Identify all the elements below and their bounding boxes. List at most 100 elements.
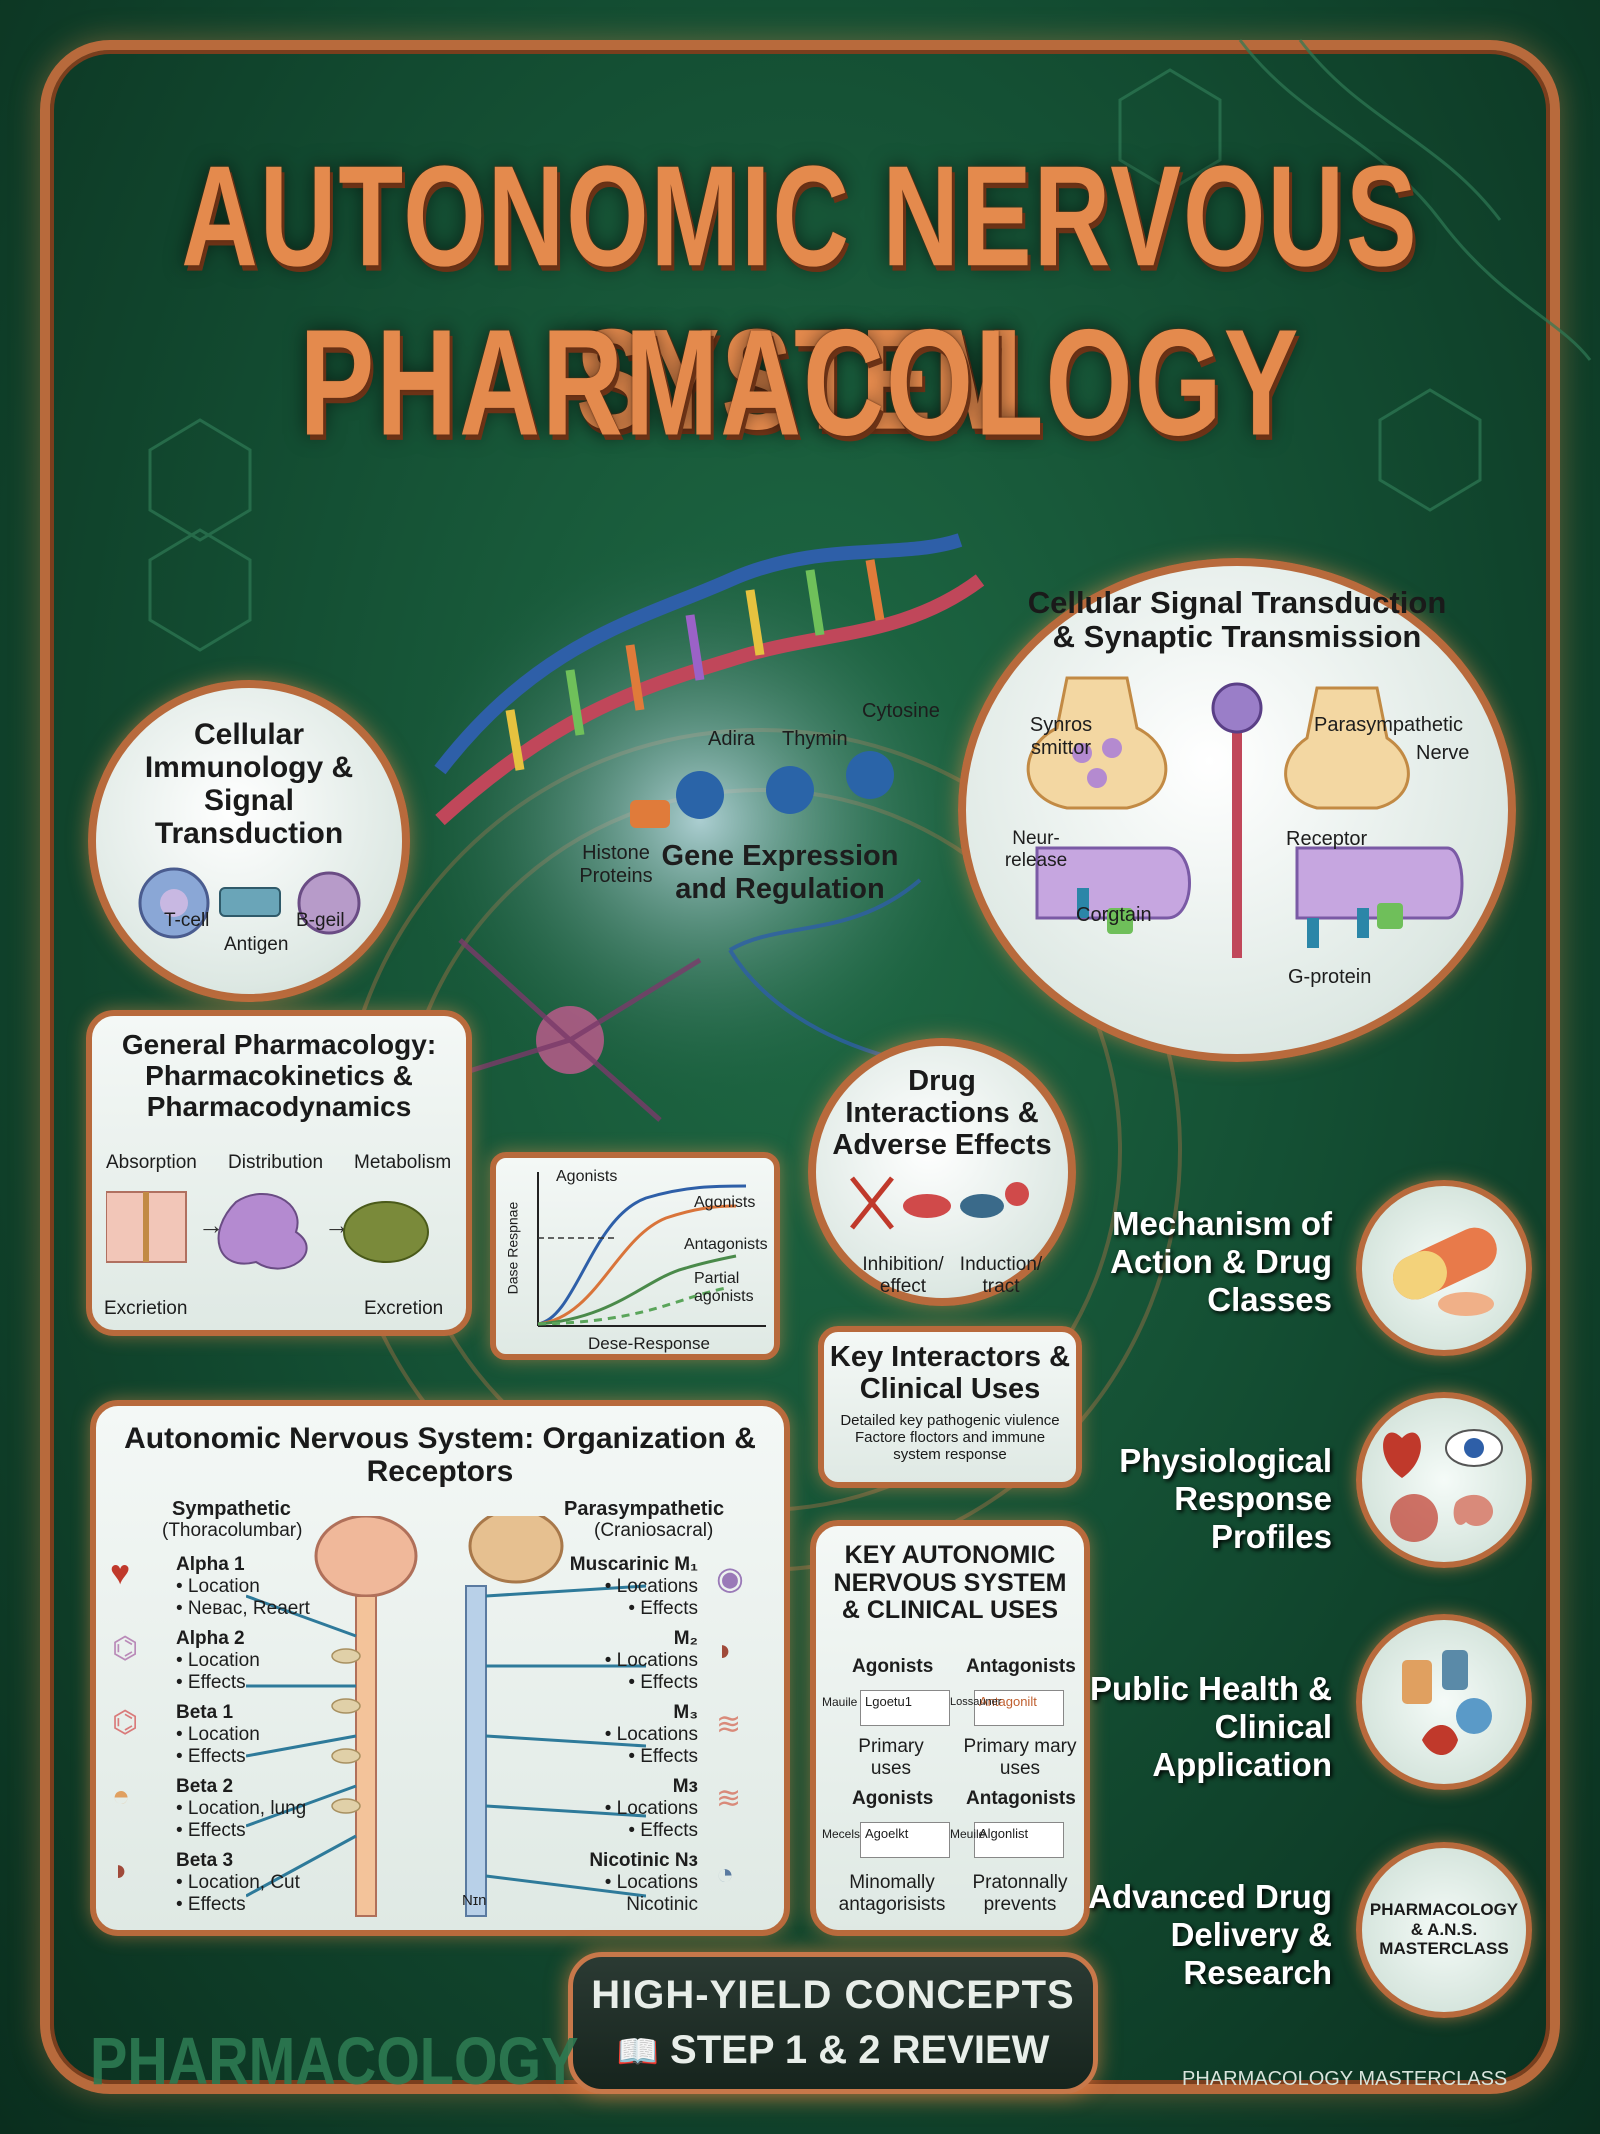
distribution-label: Distribution [228, 1152, 324, 1173]
gene-expression-title: Gene Expression and Regulation [661, 840, 899, 906]
general-title: General Pharmacology: Pharmacokinetics &… [121, 1029, 437, 1122]
ax-label-4: Meuile [950, 1827, 986, 1841]
parasympathetic-heading: Parasympathetic [564, 1498, 725, 1520]
immune-cells-illustration [138, 867, 361, 939]
m1-name: Muscarinic M₁ [569, 1554, 698, 1575]
signal-transduction-circle: Cellular Signal Transduction & Synaptic … [958, 558, 1516, 1062]
spinal-cord-illustration [246, 1516, 646, 1917]
intestine-icon: ≋ [716, 1708, 742, 1741]
m1-line2: • Effects [628, 1597, 698, 1619]
beta3-block: Beta 3 • Location, Cut • Effects [176, 1850, 300, 1916]
dna-label-thymin: Thymin [782, 728, 848, 750]
key-interactors-title: Key Interactors & Clinical Uses [829, 1341, 1071, 1405]
agonist-card-1: Lgoetu1 [860, 1690, 950, 1726]
antigen-label: Antigen [224, 934, 289, 955]
nicotinic-name: Nicotinic Nз [589, 1850, 698, 1871]
primary-uses-label: Primary uses [858, 1736, 924, 1779]
parasympathetic-sub-label: (Craniosacral) [594, 1520, 714, 1541]
receptor-label: Receptor [1286, 828, 1368, 850]
dose-response-panel: Agonists Agonists Antagonists Partial ag… [490, 1152, 780, 1360]
advanced-label: Advanced Drug Delivery & Research [1088, 1878, 1332, 1991]
title-line1: AUTONOMIC NERVOUS SYSTEM [181, 137, 1419, 460]
watermark-text: PHARMACOLOGY [90, 2022, 579, 2099]
dna-neuron-illustration [400, 530, 1000, 1122]
beta1-line1: • Location [176, 1723, 260, 1745]
lungs-red-icon: ⌬ [112, 1706, 139, 1739]
metabolism-label: Metabolism [354, 1152, 452, 1173]
alpha2-name: Alpha 2 [176, 1628, 245, 1649]
title-line2: PHARMACOLOGY [299, 298, 1301, 467]
masterclass-badge: PHARMACOLOGY & A.N.S. MASTERCLASS [1356, 1842, 1532, 2018]
partial-agonists-label: Partial agonists [694, 1270, 754, 1306]
dose-x-label: Dese-Response [588, 1334, 710, 1353]
key-ans-panel: KEY AUTONOMIC NERVOUS SYSTEM & CLINICAL … [810, 1520, 1090, 1936]
bcell-label: B-geil [296, 910, 345, 931]
m3b-line2: • Effects [628, 1819, 698, 1841]
physio-label: Physiological Response Profiles [1119, 1442, 1332, 1555]
intestine-2-icon: ≋ [716, 1782, 742, 1815]
antagonists-heading-1: Antagonists [966, 1656, 1076, 1677]
synros-label: Synros smittor [1029, 714, 1093, 759]
antagonists-label: Antagonists [684, 1236, 768, 1253]
m3-block: M₃ • Locations • Effects [558, 1702, 698, 1768]
antagonists-heading-2: Antagonists [966, 1788, 1076, 1809]
gprotein-label: G-protein [1288, 966, 1372, 988]
high-yield-banner: HIGH-YIELD CONCEPTS 📖 STEP 1 & 2 REVIEW [568, 1952, 1098, 2094]
dose-response-chart [537, 1172, 766, 1327]
m2-line2: • Effects [628, 1671, 698, 1693]
alpha1-name: Alpha 1 [176, 1554, 245, 1575]
pancreas-icon: ◓ [112, 1780, 131, 1813]
primary-mary-uses-label: Primary mary uses [963, 1736, 1077, 1779]
absorption-label: Absorption [106, 1152, 197, 1173]
alpha1-line1: • Location [176, 1575, 260, 1597]
parasympathetic-label: Parasympathetic [1314, 714, 1463, 736]
nicotinic-line1: • Locations [604, 1871, 698, 1893]
inhibition-label: Inhibition/ effect [862, 1254, 944, 1297]
agonist-card-2: Agoelkt [860, 1822, 950, 1858]
capsule-illustration [1392, 1227, 1497, 1316]
dna-label-histone: Histone Proteins [579, 842, 653, 887]
alpha2-line2: • Effects [176, 1671, 246, 1693]
synapse-illustration [1026, 676, 1464, 959]
m3b-block: Mз • Locations • Effects [558, 1776, 698, 1842]
excretion-right-label: Excretion [364, 1298, 444, 1319]
beta2-line2: • Effects [176, 1819, 246, 1841]
agonists-label: Agonists [694, 1194, 756, 1211]
excretion-left-label: Excrietion [104, 1298, 188, 1319]
signal-title: Cellular Signal Transduction & Synaptic … [1027, 585, 1447, 655]
organs-icon [1356, 1392, 1532, 1568]
organs-illustration [1383, 1429, 1503, 1542]
general-pharmacology-panel: General Pharmacology: Pharmacokinetics &… [86, 1010, 472, 1336]
ax-label-3: Mecels [822, 1827, 861, 1841]
public-health-icon [1356, 1614, 1532, 1790]
sympathetic-sub-label: (Thoracolumbar) [162, 1520, 303, 1541]
beta1-block: Beta 1 • Location • Effects [176, 1702, 260, 1768]
beta1-line2: • Effects [176, 1745, 246, 1767]
ax-label-1: Mauile [822, 1695, 858, 1709]
liver-right-icon: ◗ [716, 1634, 735, 1667]
nerve-label: Nerve [1416, 742, 1470, 764]
muscle-icon: ◔ [716, 1858, 735, 1891]
beta3-name: Beta 3 [176, 1850, 234, 1871]
immunology-title: Cellular Immunology & Signal Transductio… [144, 718, 354, 850]
high-yield-line2: STEP 1 & 2 REVIEW [670, 2028, 1050, 2072]
m3-line2: • Effects [628, 1745, 698, 1767]
beta3-line1: • Location, Cut [176, 1871, 300, 1893]
high-yield-line1: HIGH-YIELD CONCEPTS [591, 1973, 1075, 2017]
m3-line1: • Locations [604, 1723, 698, 1745]
tcell-label: T-cell [164, 910, 210, 931]
m1-line1: • Locations [604, 1575, 698, 1597]
public-health-label: Public Health & Clinical Application [1089, 1670, 1332, 1783]
lungs-icon: ⌬ [112, 1632, 139, 1665]
ax-label-2: Lossauner [950, 1696, 1002, 1708]
book-icon: 📖 [616, 2033, 659, 2071]
agonists-heading-1: Agonists [852, 1656, 934, 1677]
key-interactors-panel: Key Interactors & Clinical Uses Detailed… [818, 1326, 1082, 1488]
dose-y-label: Dase Respnae [504, 1201, 521, 1295]
public-health-illustration [1402, 1650, 1492, 1755]
sympathetic-label: Sympathetic [172, 1498, 291, 1520]
heart-icon: ♥ [110, 1554, 131, 1592]
beta2-name: Beta 2 [176, 1776, 234, 1797]
antagonist-card-2: Algonlist [974, 1822, 1064, 1858]
alpha1-line2: • Neвac, Reaert [176, 1597, 310, 1619]
